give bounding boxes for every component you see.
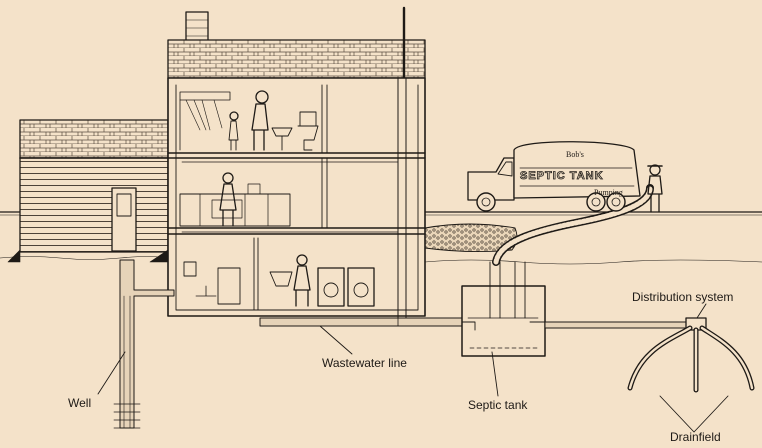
well-pipe (113, 259, 175, 429)
septic-tank-leader-line (491, 351, 499, 397)
wastewater-leader-line (319, 325, 353, 355)
wastewater-line-pipe (259, 317, 463, 327)
drain-stack (181, 77, 407, 319)
drainfield-label: Drainfield (670, 430, 721, 444)
outlet-pipe (544, 321, 689, 329)
pump-hose (492, 184, 654, 266)
leader-lines (97, 303, 729, 433)
well-label: Well (68, 396, 92, 410)
bathroom (179, 90, 319, 151)
basement (183, 254, 375, 307)
truck-sign-text: SEPTIC TANK (520, 170, 604, 183)
house-roof (167, 6, 426, 80)
septic-tank-label: Septic tank (468, 398, 528, 412)
truck-service-text: Pumping (594, 188, 623, 197)
pump-operator (647, 164, 663, 213)
truck-owner-text: Bob's (566, 150, 584, 159)
garage (7, 119, 169, 263)
drainfield-leader-line (659, 395, 729, 433)
drainfield-laterals-inner (628, 326, 754, 392)
distribution-system-label: Distribution system (632, 290, 734, 304)
drainfield-laterals (627, 325, 755, 393)
septic-tank (461, 261, 546, 357)
house-structure (167, 77, 426, 317)
well-leader-line (97, 351, 126, 395)
kitchen (179, 172, 291, 227)
distribution-leader-line (696, 303, 707, 319)
wastewater-line-label: Wastewater line (322, 356, 407, 370)
septic-truck (467, 141, 641, 212)
